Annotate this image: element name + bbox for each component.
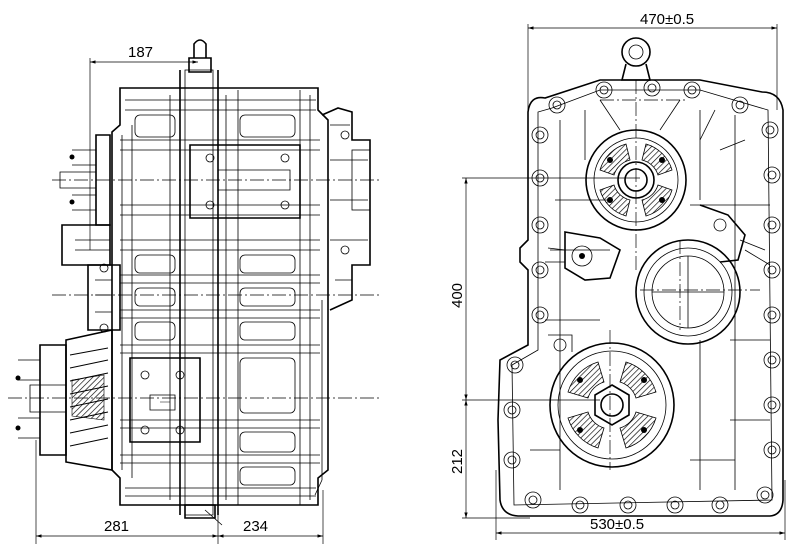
right-side-block <box>314 107 371 496</box>
housing-ribs <box>121 90 311 505</box>
rib-boxes <box>134 114 296 486</box>
dim-label-281: 281 <box>104 518 129 535</box>
dim-label-234: 234 <box>243 518 268 535</box>
dimension-530: 530±0.5 <box>495 470 786 540</box>
lower-bearing-hub <box>548 334 675 468</box>
bottom-foot <box>184 504 223 526</box>
dim-label-530: 530±0.5 <box>590 516 644 533</box>
front-view: 470±0.5 530±0.5 400 212 <box>449 11 786 540</box>
dimension-234: 234 <box>218 490 324 544</box>
side-view: 187 281 234 <box>8 39 382 544</box>
dimension-212: 212 <box>449 399 600 519</box>
dimension-400: 400 <box>449 177 640 400</box>
lower-flange <box>15 329 113 471</box>
lower-mount-plate <box>129 357 201 443</box>
perimeter-bolt-bosses <box>503 79 781 514</box>
upper-mount-plate <box>189 144 301 219</box>
middle-idler-cover <box>635 239 741 345</box>
internal-ribs <box>530 99 770 490</box>
upper-bearing-hub <box>585 129 687 231</box>
dimension-281: 281 <box>35 440 219 544</box>
dim-label-187: 187 <box>128 44 153 61</box>
dim-label-470: 470±0.5 <box>640 11 694 28</box>
dimension-187: 187 <box>89 44 198 250</box>
upper-flange <box>59 134 111 266</box>
housing-plates <box>120 99 320 497</box>
front-housing-outline <box>497 79 784 517</box>
breather <box>188 39 212 73</box>
dim-label-212: 212 <box>449 449 466 474</box>
middle-section <box>87 263 121 333</box>
dimension-470: 470±0.5 <box>527 11 778 120</box>
dim-label-400: 400 <box>449 283 466 308</box>
lifting-eye <box>620 37 652 81</box>
shift-mechanism <box>545 204 771 281</box>
